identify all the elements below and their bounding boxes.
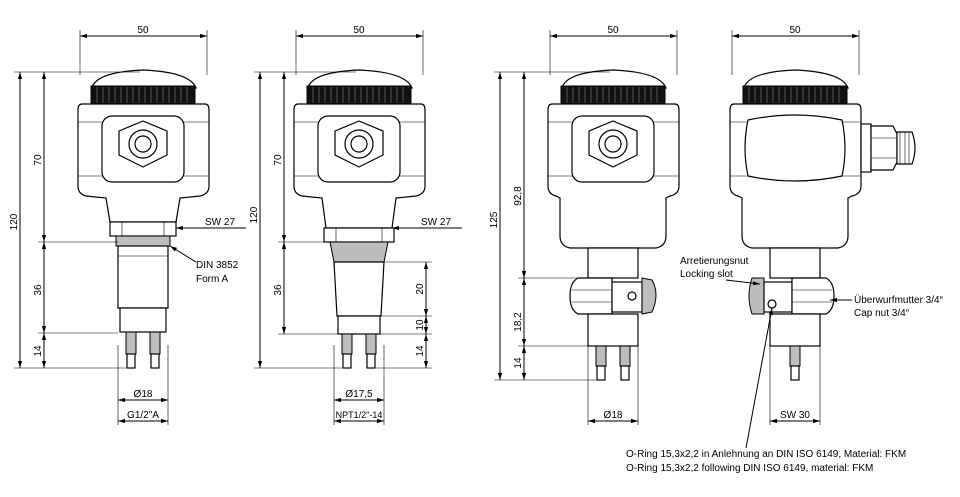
- neck-height-label: 36: [33, 284, 44, 296]
- probe-body: [333, 261, 385, 317]
- total-height-label: 125: [489, 211, 500, 228]
- view-g12a: 50: [9, 25, 246, 425]
- view-npt: 50 120 70 36: [249, 25, 462, 425]
- neck-height-label: 36: [273, 284, 284, 296]
- locking-slot-en: Locking slot: [680, 269, 733, 280]
- oring-note-de: O-Ring 15,3x2,2 in Anlehnung an DIN ISO …: [626, 449, 906, 460]
- width-dim-label: 50: [607, 25, 619, 36]
- cap-nut: [791, 277, 835, 315]
- note-form: Form A: [196, 274, 229, 285]
- head-height-label: 70: [33, 154, 44, 166]
- locking-slot-de: Arretierungsnut: [680, 256, 749, 267]
- dim-20: 20: [415, 283, 426, 295]
- view-capnut-front: 50 125 92,8: [489, 25, 680, 425]
- thread: [115, 235, 171, 247]
- diameter-label: Ø18: [604, 410, 623, 421]
- probe-body: [117, 245, 169, 309]
- note-din: DIN 3852: [196, 260, 239, 271]
- wrench-label: SW 30: [780, 410, 810, 421]
- width-dim-label: 50: [789, 25, 801, 36]
- capnut-en: Cap nut 3/4“: [854, 308, 909, 319]
- head-cap: [91, 69, 197, 89]
- total-height-label: 120: [9, 213, 20, 230]
- thread-label: NPT1/2"-14: [336, 410, 383, 420]
- head-height-label: 92,8: [513, 186, 524, 206]
- dim-10: 10: [415, 319, 426, 331]
- wrench-label: SW 27: [205, 217, 235, 228]
- knurled-ring: [560, 85, 666, 105]
- capnut-de: Überwurfmutter 3/4“: [854, 294, 943, 306]
- view-capnut-side: 50 SW 30: [680, 25, 943, 449]
- knurled-ring: [306, 85, 412, 105]
- knurled-ring: [90, 85, 196, 105]
- hex-sw27: [109, 221, 177, 237]
- diameter-label: Ø18: [134, 389, 153, 400]
- lower-height-label: 18,2: [513, 312, 524, 332]
- thread-label: G1/2"A: [127, 410, 159, 421]
- tip-height-label: 14: [513, 357, 524, 369]
- oring-note-en: O-Ring 15,3x2,2 following DIN ISO 6149, …: [626, 463, 873, 474]
- width-dim-label: 50: [137, 25, 149, 36]
- head-height-label: 70: [273, 154, 284, 166]
- width-dim-label: 50: [353, 25, 365, 36]
- hex-sw27: [323, 227, 395, 243]
- side-gland: [860, 123, 872, 173]
- dim-14: 14: [415, 345, 426, 357]
- cap-nut: [569, 277, 613, 315]
- wrench-label: SW 27: [421, 217, 451, 228]
- total-height-label: 120: [249, 206, 260, 223]
- diameter-label: Ø17,5: [345, 389, 373, 400]
- tip-height-label: 14: [33, 345, 44, 357]
- knurled-ring: [742, 85, 848, 105]
